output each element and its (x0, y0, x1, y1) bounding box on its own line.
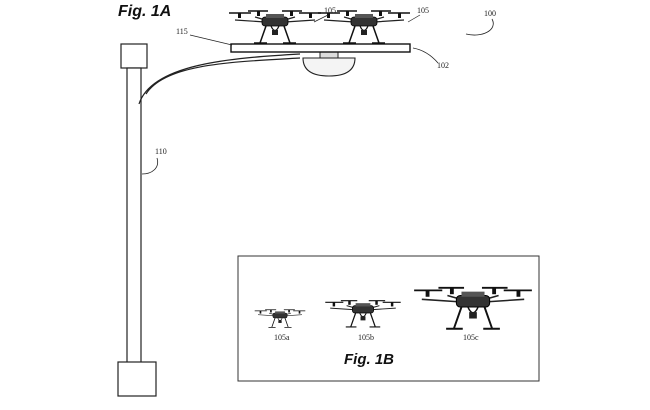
label-105a: 105a (274, 333, 290, 342)
label-115: 115 (176, 27, 188, 36)
support-arm (138, 53, 301, 105)
fig-1a-title: Fig. 1A (118, 3, 171, 20)
drone-left (228, 10, 322, 44)
label-100: 100 (484, 9, 496, 18)
label-105-right: 105 (417, 6, 429, 15)
lamp-dome (302, 57, 356, 77)
label-105b: 105b (358, 333, 374, 342)
fig-1b-title: Fig. 1B (344, 351, 394, 368)
pole-base (117, 361, 157, 397)
pole-top-cap (120, 43, 148, 69)
drone-right (317, 10, 411, 44)
label-110: 110 (155, 147, 167, 156)
label-105c: 105c (463, 333, 479, 342)
pole (126, 67, 142, 365)
label-105-left: 105 (324, 6, 336, 15)
label-102: 102 (437, 61, 449, 70)
platform (230, 43, 411, 53)
